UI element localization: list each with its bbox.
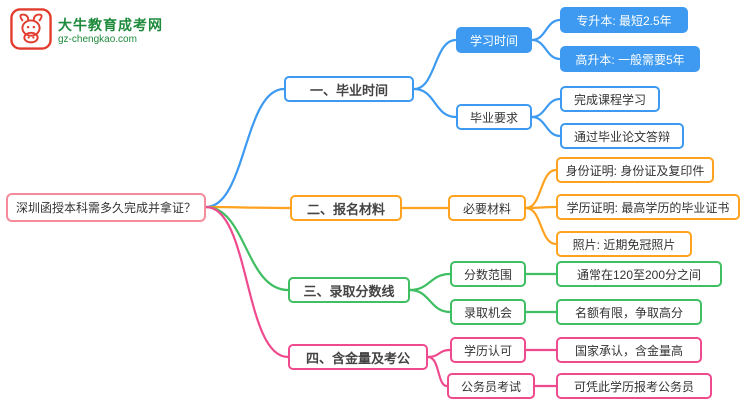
leaf-degree-recognition-value: 国家承认，含金量高: [556, 337, 702, 363]
leaf-gaoshengben-duration: 高升本: 一般需要5年: [560, 46, 700, 72]
connector-study-gaoshengben: [530, 38, 562, 61]
connector-root-branch3: [204, 205, 290, 292]
node-admission-chance: 录取机会: [450, 299, 526, 325]
connector-branch3-chance: [408, 288, 452, 314]
root-node: 深圳函授本科需多久完成并拿证？: [6, 193, 206, 222]
site-logo: 大牛教育成考网 gz-chengkao.com: [10, 8, 163, 55]
leaf-education-proof: 学历证明: 最高学历的毕业证书: [556, 194, 740, 220]
node-score-range: 分数范围: [450, 261, 526, 287]
leaf-complete-courses: 完成课程学习: [560, 86, 660, 112]
connector-branch4-civilservice: [426, 355, 449, 388]
node-civil-service-exam: 公务员考试: [447, 373, 535, 399]
leaf-civil-service-exam-value: 可凭此学历报考公务员: [556, 373, 712, 399]
node-study-duration: 学习时间: [456, 27, 532, 53]
site-name: 大牛教育成考网: [58, 16, 163, 33]
connector-root-branch4: [204, 205, 290, 359]
connector-req-courses: [530, 97, 562, 119]
leaf-zhuanshengben-duration: 专升本: 最短2.5年: [560, 7, 688, 33]
node-required-materials: 必要材料: [448, 195, 526, 221]
site-url: gz-chengkao.com: [58, 34, 137, 45]
leaf-thesis-defense: 通过毕业论文答辩: [560, 123, 684, 149]
branch-value-civil-service: 四、含金量及考公: [288, 344, 428, 370]
connector-materials-id: [524, 168, 558, 210]
node-graduation-requirements: 毕业要求: [456, 104, 532, 130]
leaf-score-range-value: 通常在120至200分之间: [556, 261, 722, 287]
node-degree-recognition: 学历认可: [450, 337, 526, 363]
connector-branch4-recognition: [426, 348, 452, 359]
bull-icon: [10, 8, 52, 55]
leaf-admission-chance-value: 名额有限，争取高分: [556, 299, 702, 325]
branch-graduation-time: 一、毕业时间: [284, 76, 414, 102]
connector-branch1-requirements: [412, 87, 458, 119]
connector-materials-diploma: [524, 205, 558, 210]
branch-application-materials: 二、报名材料: [290, 195, 402, 221]
connector-req-thesis: [530, 115, 562, 138]
connector-root-branch1: [204, 87, 286, 209]
connector-branch1-study: [412, 38, 458, 91]
connector-study-zhuanshengben: [530, 18, 562, 42]
leaf-photo: 照片: 近期免冠照片: [556, 231, 692, 257]
connector-materials-photo: [524, 206, 558, 246]
leaf-id-proof: 身份证明: 身份证及复印件: [556, 157, 714, 183]
branch-admission-score: 三、录取分数线: [288, 277, 410, 303]
connector-branch3-range: [408, 272, 452, 292]
connector-root-branch2: [204, 205, 292, 210]
